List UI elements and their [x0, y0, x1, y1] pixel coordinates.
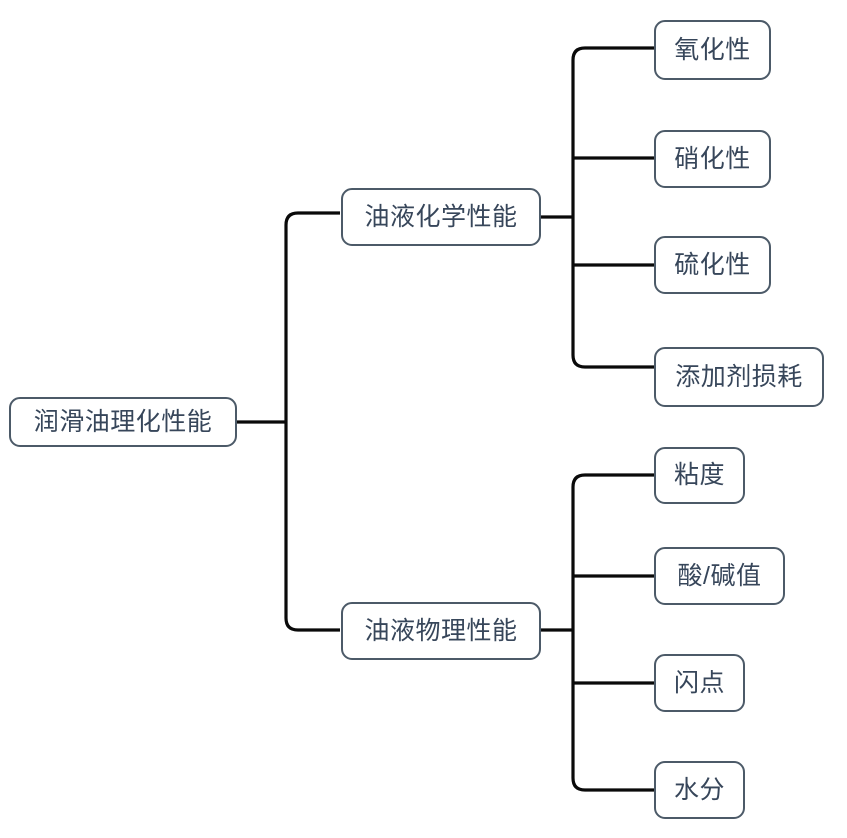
node-leaf-additive-depletion-label: 添加剂损耗 — [675, 362, 803, 391]
node-branch-chemical[interactable]: 油液化学性能 — [341, 188, 541, 246]
node-leaf-oxidation-label: 氧化性 — [674, 35, 751, 64]
node-leaf-nitration[interactable]: 硝化性 — [654, 130, 771, 188]
connector-branch1-spine-bottom — [571, 217, 654, 369]
node-leaf-acid-base-number[interactable]: 酸/碱值 — [654, 547, 785, 605]
node-leaf-viscosity[interactable]: 粘度 — [654, 447, 745, 504]
connector-trunk-upper — [284, 211, 340, 422]
node-root-label: 润滑油理化性能 — [33, 407, 213, 436]
connector-branch2-spine-bottom — [571, 630, 654, 792]
node-branch-physical[interactable]: 油液物理性能 — [341, 602, 541, 660]
node-leaf-flash-point-label: 闪点 — [673, 668, 725, 697]
node-branch-physical-label: 油液物理性能 — [364, 616, 518, 645]
node-branch-chemical-label: 油液化学性能 — [364, 202, 518, 231]
node-leaf-water-content-label: 水分 — [673, 775, 725, 804]
node-leaf-flash-point[interactable]: 闪点 — [654, 654, 745, 712]
connector-branch1-spine-top — [571, 46, 654, 217]
node-leaf-water-content[interactable]: 水分 — [654, 761, 745, 819]
node-root[interactable]: 润滑油理化性能 — [9, 397, 237, 447]
node-leaf-viscosity-label: 粘度 — [673, 461, 725, 489]
connector-branch2-spine-top — [571, 473, 654, 630]
connector-trunk-lower — [284, 422, 340, 632]
node-leaf-nitration-label: 硝化性 — [674, 144, 751, 173]
node-leaf-additive-depletion[interactable]: 添加剂损耗 — [654, 347, 824, 407]
node-leaf-sulfation-label: 硫化性 — [674, 250, 751, 279]
node-leaf-oxidation[interactable]: 氧化性 — [654, 20, 771, 80]
node-leaf-sulfation[interactable]: 硫化性 — [654, 236, 771, 294]
node-leaf-acid-base-number-label: 酸/碱值 — [677, 561, 762, 590]
